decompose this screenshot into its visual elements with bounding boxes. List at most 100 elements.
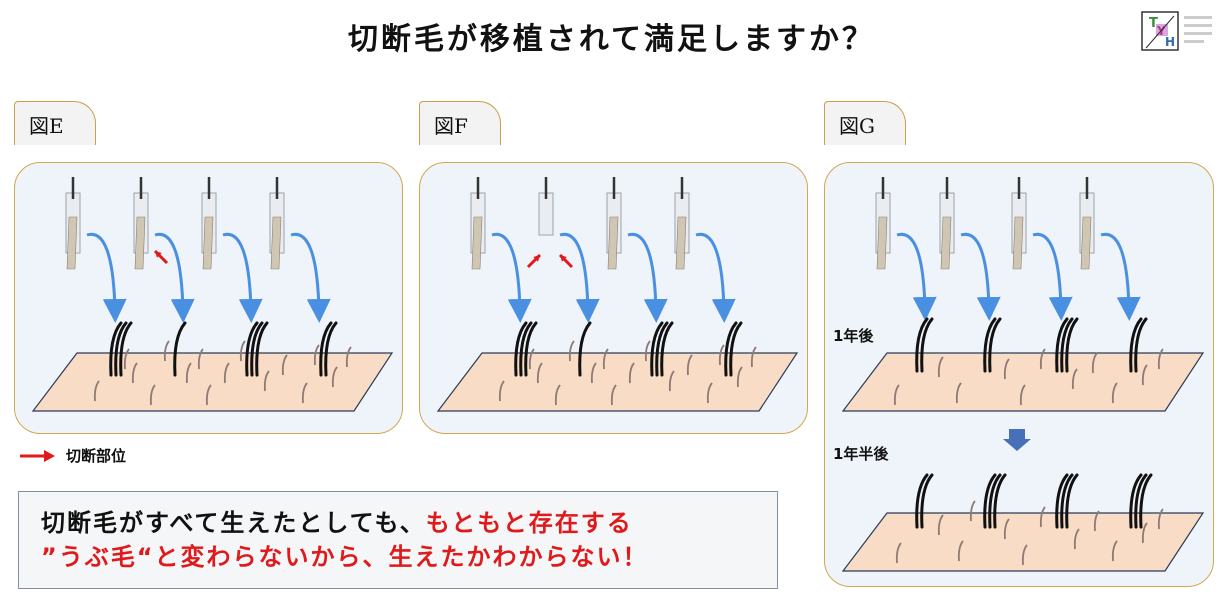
terminal-hair [514, 321, 528, 377]
vellus-hair [223, 362, 230, 384]
terminal-hair [1060, 473, 1074, 529]
terminal-hair [255, 321, 269, 377]
terminal-hair [519, 321, 533, 377]
terminal-hair [245, 321, 259, 377]
note-line-1-black: 切断毛がすべて生えたとしても、 [41, 509, 426, 537]
vellus-hair [602, 348, 609, 370]
transplant-arrow [896, 232, 937, 321]
transplant-arrow [627, 232, 668, 323]
terminal-hair [983, 317, 997, 373]
vellus-hair [149, 384, 156, 406]
graft [606, 177, 622, 270]
vellus-hair [1141, 364, 1148, 386]
page-title: 切断毛が移植されて満足しますか？ [347, 22, 876, 57]
vellus-hair [93, 380, 100, 402]
terminal-hair [119, 321, 133, 377]
terminal-hair [988, 317, 1002, 373]
vellus-hair [554, 384, 561, 406]
graft [1011, 177, 1027, 270]
terminal-hair [324, 321, 338, 377]
vellus-hair [301, 382, 308, 404]
note-box: 切断毛がすべて生えたとしても、もともと存在する ”うぶ毛“と変わらないから、生え… [18, 491, 778, 589]
note-line-1: 切断毛がすべて生えたとしても、もともと存在する [41, 506, 755, 540]
vellus-hair [590, 362, 597, 384]
vellus-hair [345, 346, 352, 368]
graft [939, 177, 955, 270]
terminal-hair [1129, 317, 1143, 373]
terminal-hair [915, 317, 929, 373]
figure-f-panel [419, 162, 808, 434]
tab-label: 図E [29, 114, 64, 138]
vellus-hair [736, 366, 743, 388]
vellus-hair [185, 362, 192, 384]
legend-label: 切断部位 [66, 447, 127, 465]
vellus-hair [893, 384, 900, 406]
vellus-hair [528, 348, 535, 370]
vellus-hair [1003, 518, 1010, 540]
vellus-hair [750, 346, 757, 368]
cut-marker-head [560, 255, 567, 262]
graft [875, 177, 891, 270]
figure-e-drawing [31, 177, 394, 412]
terminal-hair [578, 321, 592, 377]
figure-g-panel: 1年後 1年半後 [824, 162, 1214, 587]
vellus-hair [686, 354, 693, 376]
graft [133, 177, 149, 270]
vellus-hair [1021, 544, 1028, 566]
transplant-arrow [559, 232, 600, 323]
vellus-hair [197, 348, 204, 370]
transplant-arrow [1032, 232, 1073, 321]
vellus-hair [1111, 540, 1118, 562]
vellus-hair [1141, 522, 1148, 544]
vellus-hair [1073, 528, 1080, 550]
tab-figure-e: 図E [14, 101, 96, 145]
terminal-hair [1055, 317, 1069, 373]
red-arrow-icon [20, 449, 55, 462]
vellus-hair [718, 344, 725, 366]
cut-marker-head [155, 251, 162, 258]
transplant-arrow [1100, 232, 1141, 321]
terminal-hair [993, 473, 1007, 529]
terminal-hair [319, 321, 333, 377]
terminal-hair [1060, 317, 1074, 373]
clinic-logo: T Y H [1140, 10, 1216, 54]
label-after-one-year: 1年後 [833, 327, 874, 345]
vellus-hair [1157, 508, 1164, 530]
logo-letter-t: T [1149, 16, 1158, 31]
vellus-hair [313, 344, 320, 366]
vellus-hair [239, 340, 246, 362]
vellus-hair [706, 382, 713, 404]
terminal-hair [114, 321, 128, 377]
tab-figure-f: 図F [419, 101, 501, 145]
terminal-hair [650, 321, 664, 377]
graft [470, 177, 486, 270]
cut-marker-head [533, 255, 540, 262]
vellus-hair [123, 348, 130, 370]
graft [65, 177, 81, 270]
terminal-hair [1055, 473, 1069, 529]
terminal-hair [729, 321, 743, 377]
vellus-hair [568, 340, 575, 362]
vellus-hair [969, 500, 976, 522]
scalp-plane [841, 352, 1205, 412]
graft [538, 177, 554, 236]
terminal-hair [920, 473, 934, 529]
graft [1079, 177, 1095, 270]
vellus-hair [1071, 368, 1078, 390]
vellus-hair [1157, 348, 1164, 370]
terminal-hair [655, 321, 669, 377]
terminal-hair [988, 473, 1002, 529]
vellus-hair [1091, 352, 1098, 374]
vellus-hair [895, 542, 902, 564]
transplant-arrow [154, 232, 195, 323]
note-line-2: ”うぶ毛“と変わらないから、生えたかわからない！ [41, 543, 649, 571]
terminal-hair [109, 321, 123, 377]
terminal-hair [724, 321, 738, 377]
transplant-arrow [960, 232, 1001, 321]
vellus-hair [331, 366, 338, 388]
vellus-hair [263, 370, 270, 392]
vellus-hair [1039, 348, 1046, 370]
terminal-hair [1134, 317, 1148, 373]
transplant-arrow [290, 232, 331, 323]
transplant-arrow [86, 232, 127, 323]
